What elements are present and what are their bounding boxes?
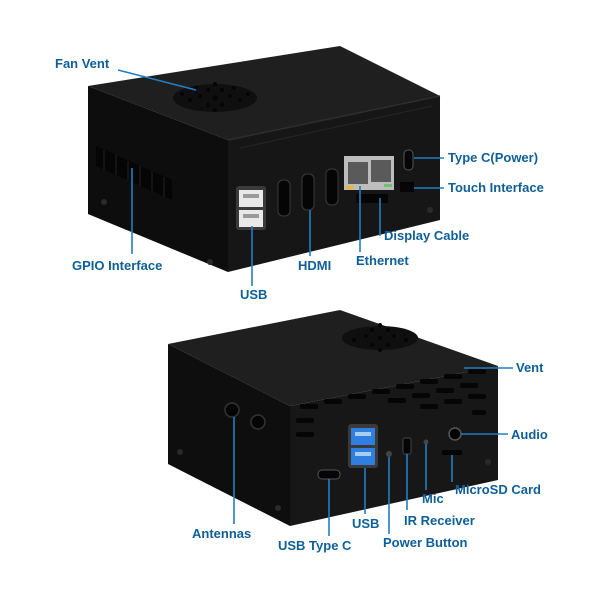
display-cable-slot [356, 194, 388, 203]
label-usb-top: USB [240, 287, 268, 302]
gpio-slot-area [96, 146, 172, 200]
case-bottom-view [168, 310, 498, 526]
label-microsd-card: MicroSD Card [455, 482, 541, 497]
case2-fan-grille [342, 323, 418, 352]
label-vent: Vent [516, 360, 544, 375]
case2-front-face [290, 366, 498, 526]
leader-lines [117, 69, 513, 536]
audio-jack [448, 427, 462, 441]
hdmi-ports [277, 168, 339, 217]
ethernet-port [344, 156, 394, 190]
label-mic: Mic [422, 491, 444, 506]
label-gpio-interface: GPIO Interface [72, 258, 163, 273]
power-button [386, 451, 392, 457]
case-top-lid [88, 46, 440, 140]
leader-fan-vent [117, 69, 197, 91]
ir-receiver [402, 437, 412, 455]
label-power-button: Power Button [383, 535, 468, 550]
mic-hole [423, 439, 429, 445]
fan-vent-grille [173, 82, 257, 112]
usb-port-stack-bottom [348, 424, 378, 468]
touch-interface-slot [400, 182, 414, 192]
case2-left-side [168, 344, 290, 526]
label-ir-receiver: IR Receiver [404, 513, 475, 528]
usb-type-c-port [317, 469, 341, 480]
case2-vent-slots [296, 369, 486, 437]
antenna-hole-1 [224, 402, 240, 418]
label-hdmi: HDMI [298, 258, 332, 273]
label-display-cable: Display Cable [384, 228, 470, 243]
label-type-c-power: Type C(Power) [448, 150, 539, 165]
label-touch-interface: Touch Interface [448, 180, 544, 195]
label-fan-vent: Fan Vent [55, 56, 110, 71]
label-audio: Audio [511, 427, 548, 442]
label-usb-type-c: USB Type C [278, 538, 352, 553]
antenna-hole-2 [250, 414, 266, 430]
label-antennas: Antennas [192, 526, 252, 541]
type-c-power-port [403, 149, 414, 171]
usb-port-stack-top [236, 186, 266, 230]
case2-top-lid [168, 310, 498, 406]
microsd-slot [442, 450, 462, 455]
label-usb-bottom: USB [352, 516, 380, 531]
case-top-view [88, 46, 441, 272]
label-ethernet: Ethernet [356, 253, 409, 268]
